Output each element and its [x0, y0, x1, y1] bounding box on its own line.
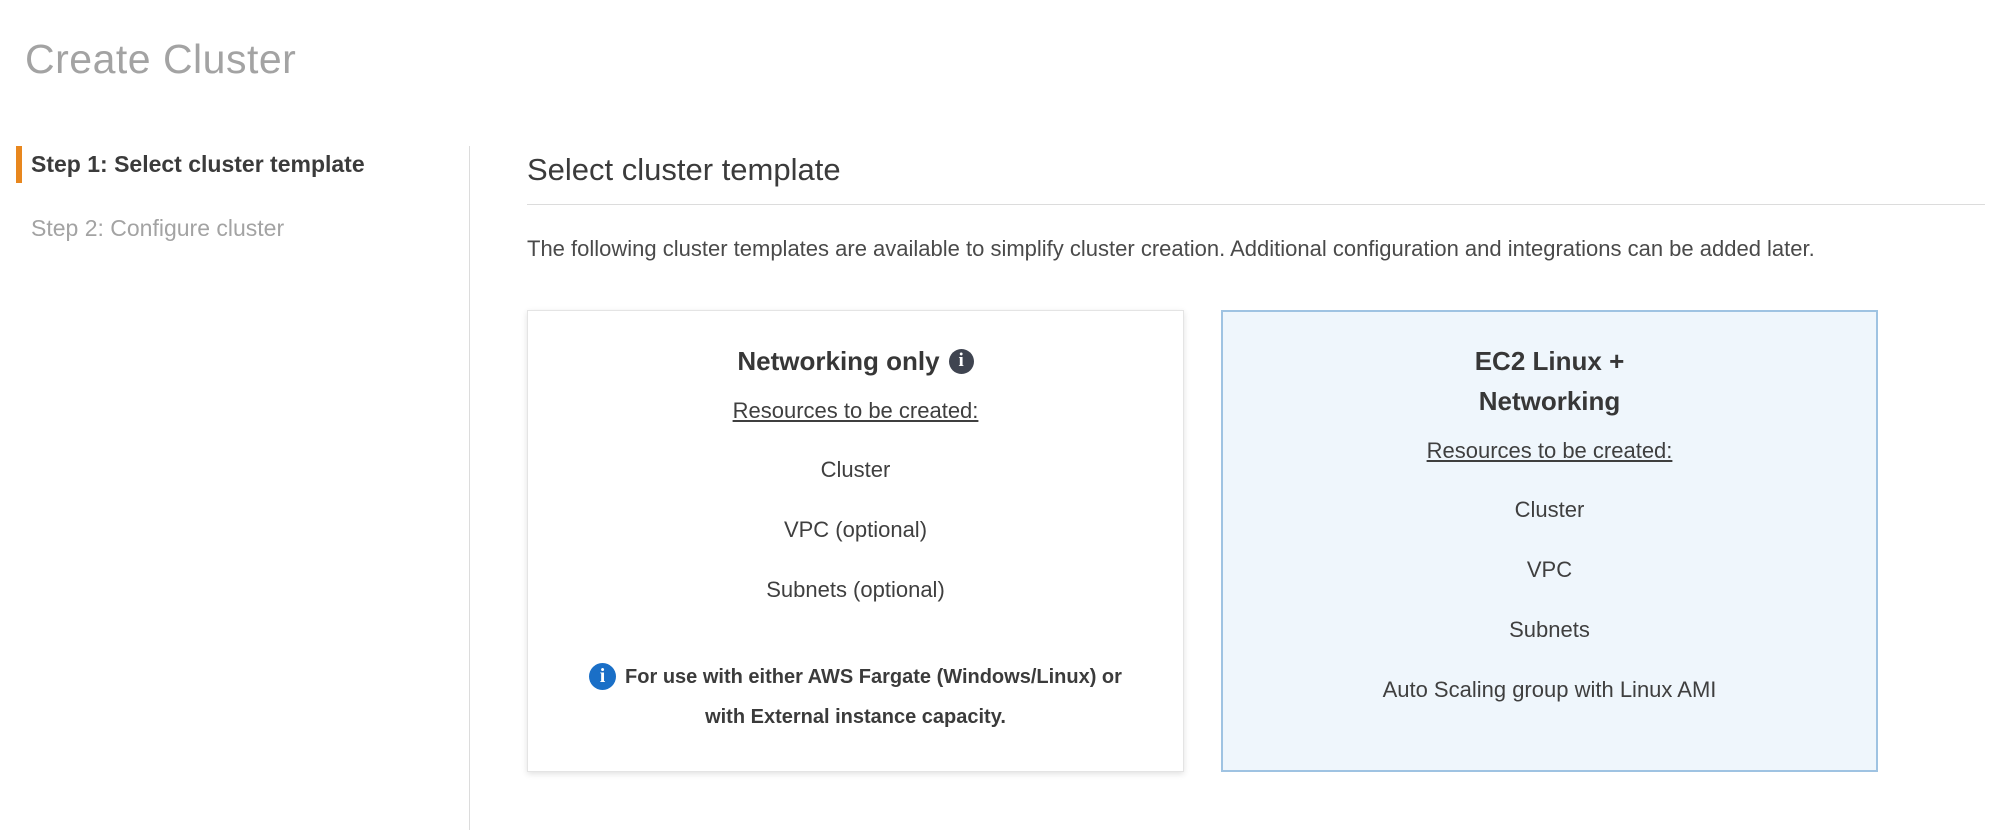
resource-item: Cluster: [1514, 497, 1585, 522]
section-description: The following cluster templates are avai…: [527, 236, 1815, 261]
card-ec2-linux-networking[interactable]: EC2 Linux + Networking Resources to be c…: [1221, 310, 1878, 772]
info-icon: [589, 662, 617, 690]
card-networking-only[interactable]: Networking only Resources to be created:…: [527, 310, 1184, 772]
section-heading: Select cluster template: [527, 152, 1985, 205]
resource-item: Auto Scaling group with Linux AMI: [1382, 677, 1717, 702]
step-1-select-cluster-template: Step 1: Select cluster template: [16, 146, 469, 183]
page-title: Create Cluster: [25, 36, 297, 82]
card-ec2-linux-networking-title: EC2 Linux + Networking: [1474, 346, 1625, 416]
step-1-label: Step 1: Select cluster template: [31, 151, 365, 177]
card-note-text: For use with either AWS Fargate (Windows…: [625, 666, 1122, 728]
card-note: For use with either AWS Fargate (Windows…: [583, 657, 1128, 737]
step-2-label: Step 2: Configure cluster: [31, 215, 285, 241]
resources-label: Resources to be created:: [732, 398, 979, 423]
resource-item: VPC (optional): [783, 517, 928, 542]
resource-item: Subnets: [1509, 617, 1590, 642]
wizard: Step 1: Select cluster template Step 2: …: [0, 146, 1999, 830]
card-networking-only-title: Networking only: [556, 341, 1155, 381]
step-2-configure-cluster: Step 2: Configure cluster: [16, 210, 469, 247]
resources-label: Resources to be created:: [1426, 438, 1673, 463]
main-content: Select cluster template The following cl…: [470, 146, 1999, 830]
resource-item: Subnets (optional): [766, 577, 945, 602]
card-title-text: Networking only: [737, 346, 940, 376]
resource-item: VPC: [1526, 557, 1573, 582]
wizard-steps-sidebar: Step 1: Select cluster template Step 2: …: [0, 146, 470, 830]
info-icon[interactable]: [948, 348, 974, 374]
resource-item: Cluster: [820, 457, 891, 482]
cluster-template-cards: Networking only Resources to be created:…: [527, 310, 1985, 772]
